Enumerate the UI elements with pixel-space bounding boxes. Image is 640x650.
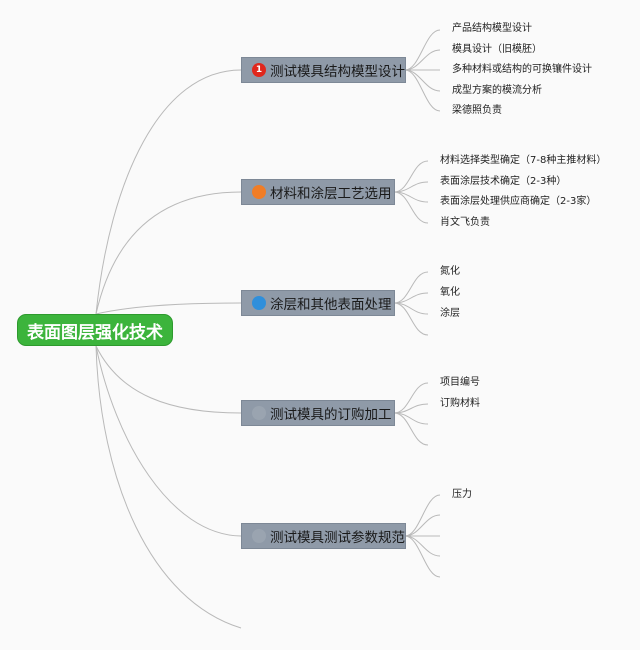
connector-root-branch-4 xyxy=(95,345,242,414)
connector-b2-leaf-1 xyxy=(393,160,429,193)
branch-topic-5[interactable]: 测试模具测试参数规范 xyxy=(241,523,406,549)
subtopic-3-3[interactable]: 涂层 xyxy=(440,308,460,319)
connector-b1-leaf-2 xyxy=(404,49,441,71)
connector-b3-leaf-2 xyxy=(393,292,429,304)
root-topic-label: 表面图层强化技术 xyxy=(27,322,163,343)
subtopic-4-2[interactable]: 订购材料 xyxy=(440,398,480,409)
branch-topic-label: 测试模具结构模型设计 xyxy=(270,64,405,80)
subtopic-1-1[interactable]: 产品结构模型设计 xyxy=(452,23,532,34)
branch-topic-label: 测试模具的订购加工 xyxy=(270,407,392,423)
connector-root-branch-3 xyxy=(95,302,242,315)
branch-topic-label: 材料和涂层工艺选用 xyxy=(270,186,392,202)
branch-topic-label: 测试模具测试参数规范 xyxy=(270,530,405,546)
connector-b5-leaf-2 xyxy=(404,514,441,537)
connector-b4-leaf-4 xyxy=(393,412,429,446)
connector-root-branch-1 xyxy=(95,69,242,315)
subtopic-2-1[interactable]: 材料选择类型确定（7-8种主推材料） xyxy=(440,155,607,166)
branch-topic-4[interactable]: 测试模具的订购加工 xyxy=(241,400,395,426)
subtopic-1-4[interactable]: 成型方案的模流分析 xyxy=(452,85,542,96)
priority-1-icon: 1 xyxy=(252,63,266,77)
connector-b2-leaf-2 xyxy=(393,181,429,193)
branch-topic-2[interactable]: 材料和涂层工艺选用 xyxy=(241,179,395,205)
connector-b5-leaf-5 xyxy=(404,535,441,578)
subtopic-2-3[interactable]: 表面涂层处理供应商确定（2-3家） xyxy=(440,196,597,207)
connector-b4-leaf-1 xyxy=(393,382,429,414)
subtopic-1-3[interactable]: 多种材料或结构的可换镶件设计 xyxy=(452,64,592,75)
connector-b4-leaf-2 xyxy=(393,403,429,414)
connector-b2-leaf-4 xyxy=(393,191,429,224)
connector-b1-leaf-4 xyxy=(404,69,441,92)
priority-5-icon xyxy=(252,529,266,543)
priority-4-icon xyxy=(252,406,266,420)
branch-topic-3[interactable]: 涂层和其他表面处理 xyxy=(241,290,395,316)
priority-2-icon xyxy=(252,185,266,199)
root-topic[interactable]: 表面图层强化技术 xyxy=(17,314,173,346)
branch-topic-1[interactable]: 1 测试模具结构模型设计 xyxy=(241,57,406,83)
connector-b3-leaf-1 xyxy=(393,271,429,304)
subtopic-5-1[interactable]: 压力 xyxy=(452,489,472,500)
subtopic-3-1[interactable]: 氮化 xyxy=(440,266,460,277)
connector-root-branch-5 xyxy=(95,345,242,537)
connector-b3-leaf-4 xyxy=(393,302,429,336)
connector-b5-leaf-1 xyxy=(404,494,441,537)
connector-b1-leaf-1 xyxy=(404,29,441,71)
connector-root-branch-2 xyxy=(95,191,242,315)
branch-topic-label: 涂层和其他表面处理 xyxy=(270,297,392,313)
subtopic-4-1[interactable]: 项目编号 xyxy=(440,377,480,388)
connector-b1-leaf-5 xyxy=(404,69,441,112)
priority-3-icon xyxy=(252,296,266,310)
subtopic-1-2[interactable]: 模具设计（旧模胚） xyxy=(452,44,542,55)
subtopic-2-4[interactable]: 肖文飞负责 xyxy=(440,217,490,228)
connector-b5-leaf-4 xyxy=(404,535,441,557)
subtopic-2-2[interactable]: 表面涂层技术确定（2-3种） xyxy=(440,176,567,187)
connector-root-tail xyxy=(95,345,242,629)
subtopic-3-2[interactable]: 氧化 xyxy=(440,287,460,298)
subtopic-1-5[interactable]: 梁德照负责 xyxy=(452,105,502,116)
